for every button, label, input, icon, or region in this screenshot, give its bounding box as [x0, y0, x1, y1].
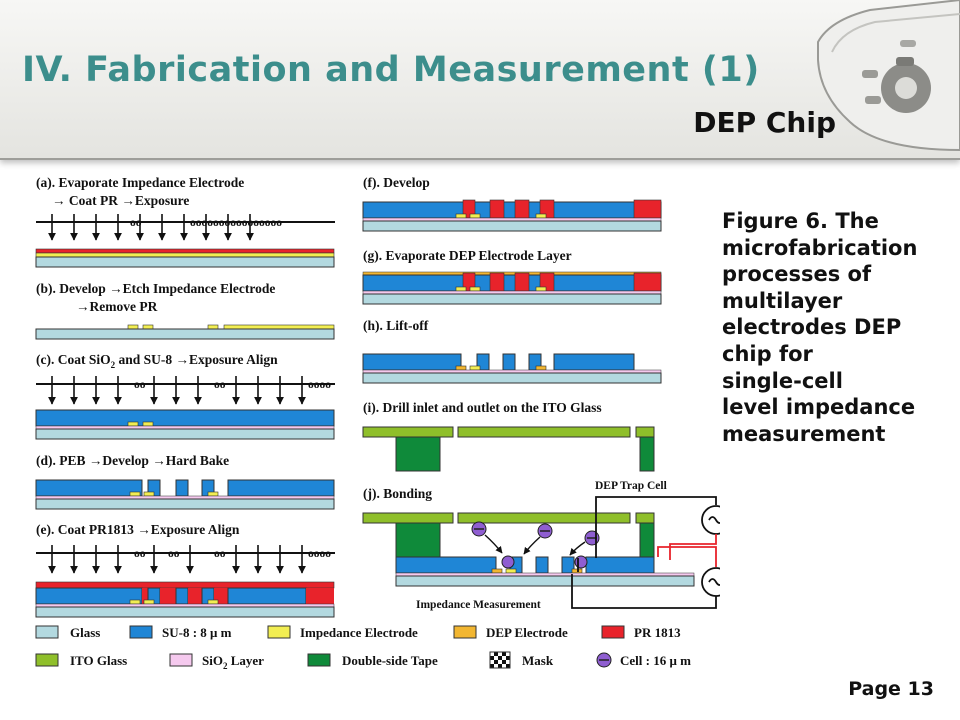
legend-su8: SU-8 : 8 μ m — [162, 625, 232, 640]
cell-motion-arrows — [484, 534, 586, 556]
step-d-label: (d). PEB →Develop →Hard Bake — [36, 453, 229, 468]
step-i-label: (i). Drill inlet and outlet on the ITO G… — [363, 400, 602, 415]
fabrication-process-figure: (a). Evaporate Impedance Electrode → Coa… — [35, 175, 720, 671]
step-a-label: (a). Evaporate Impedance Electrode — [36, 175, 244, 190]
caption-line: multilayer — [722, 288, 843, 313]
step-g-label: (g). Evaporate DEP Electrode Layer — [363, 248, 572, 263]
dep-trap-cell-label: DEP Trap Cell — [595, 480, 667, 492]
step-b-sublabel: →Remove PR — [76, 299, 158, 314]
mask-symbols-e3: oo — [214, 548, 226, 560]
step-f-label: (f). Develop — [363, 175, 430, 190]
mask-symbols-c: oo — [134, 379, 146, 391]
caption-line: processes of — [722, 262, 872, 287]
step-e-label: (e). Coat PR1813 →Exposure Align — [36, 522, 240, 537]
page-title: IV. Fabrication and Measurement (1) — [22, 50, 760, 90]
impedance-measurement-label: Impedance Measurement — [416, 599, 541, 611]
slide-subtitle: DEP Chip — [693, 106, 836, 139]
legend-glass: Glass — [70, 625, 100, 640]
page-number: Page 13 — [848, 678, 934, 700]
legend-mask: Mask — [522, 653, 554, 668]
mask-symbols-e4: oooo — [308, 548, 331, 560]
legend-ito: ITO Glass — [70, 653, 127, 668]
dep-trap-circuit — [595, 496, 720, 560]
exposure-arrows-c — [48, 376, 306, 405]
exposure-arrows-a — [48, 214, 254, 241]
caption-line: measurement — [722, 421, 886, 446]
exposure-arrows-e — [48, 545, 306, 574]
step-a-sublabel: → Coat PR →Exposure — [52, 193, 189, 208]
step-c-label: (c). Coat SiO2 and SU-8 →Exposure Align — [36, 352, 278, 370]
caption-line: chip for — [722, 341, 813, 366]
mask-symbols-e: oo — [134, 548, 146, 560]
legend-impedance-electrode: Impedance Electrode — [300, 625, 418, 640]
legend-dep-electrode: DEP Electrode — [486, 625, 568, 640]
caption-line: Figure 6. The — [722, 209, 879, 233]
mask-symbols-e2: oo — [168, 548, 180, 560]
impedance-circuit — [571, 546, 720, 609]
figure-caption: Figure 6. The microfabrication processes… — [722, 208, 956, 447]
step-j-label: (j). Bonding — [363, 486, 432, 501]
mask-symbols-a2: oooooooooooooooo — [190, 217, 282, 229]
caption-line: level impedance — [722, 395, 916, 420]
legend-sio2: SiO2 Layer — [202, 653, 264, 671]
legend-cell: Cell : 16 μ m — [620, 653, 691, 668]
remote-control-icon — [817, 0, 960, 152]
slide-header: IV. Fabrication and Measurement (1) DEP … — [0, 0, 960, 160]
mask-symbols-c3: oooo — [308, 379, 331, 391]
mask-symbols-a: oo — [130, 217, 142, 229]
caption-line: microfabrication — [722, 235, 918, 260]
legend-pr1813: PR 1813 — [634, 625, 681, 640]
caption-line: single-cell — [722, 368, 843, 393]
caption-line: electrodes DEP — [722, 315, 902, 340]
legend: Glass SU-8 : 8 μ m Impedance Electrode D… — [35, 625, 691, 671]
legend-tape: Double-side Tape — [342, 653, 438, 668]
mask-symbols-c2: oo — [214, 379, 226, 391]
step-h-label: (h). Lift-off — [363, 318, 429, 333]
step-b-label: (b). Develop →Etch Impedance Electrode — [36, 281, 275, 296]
